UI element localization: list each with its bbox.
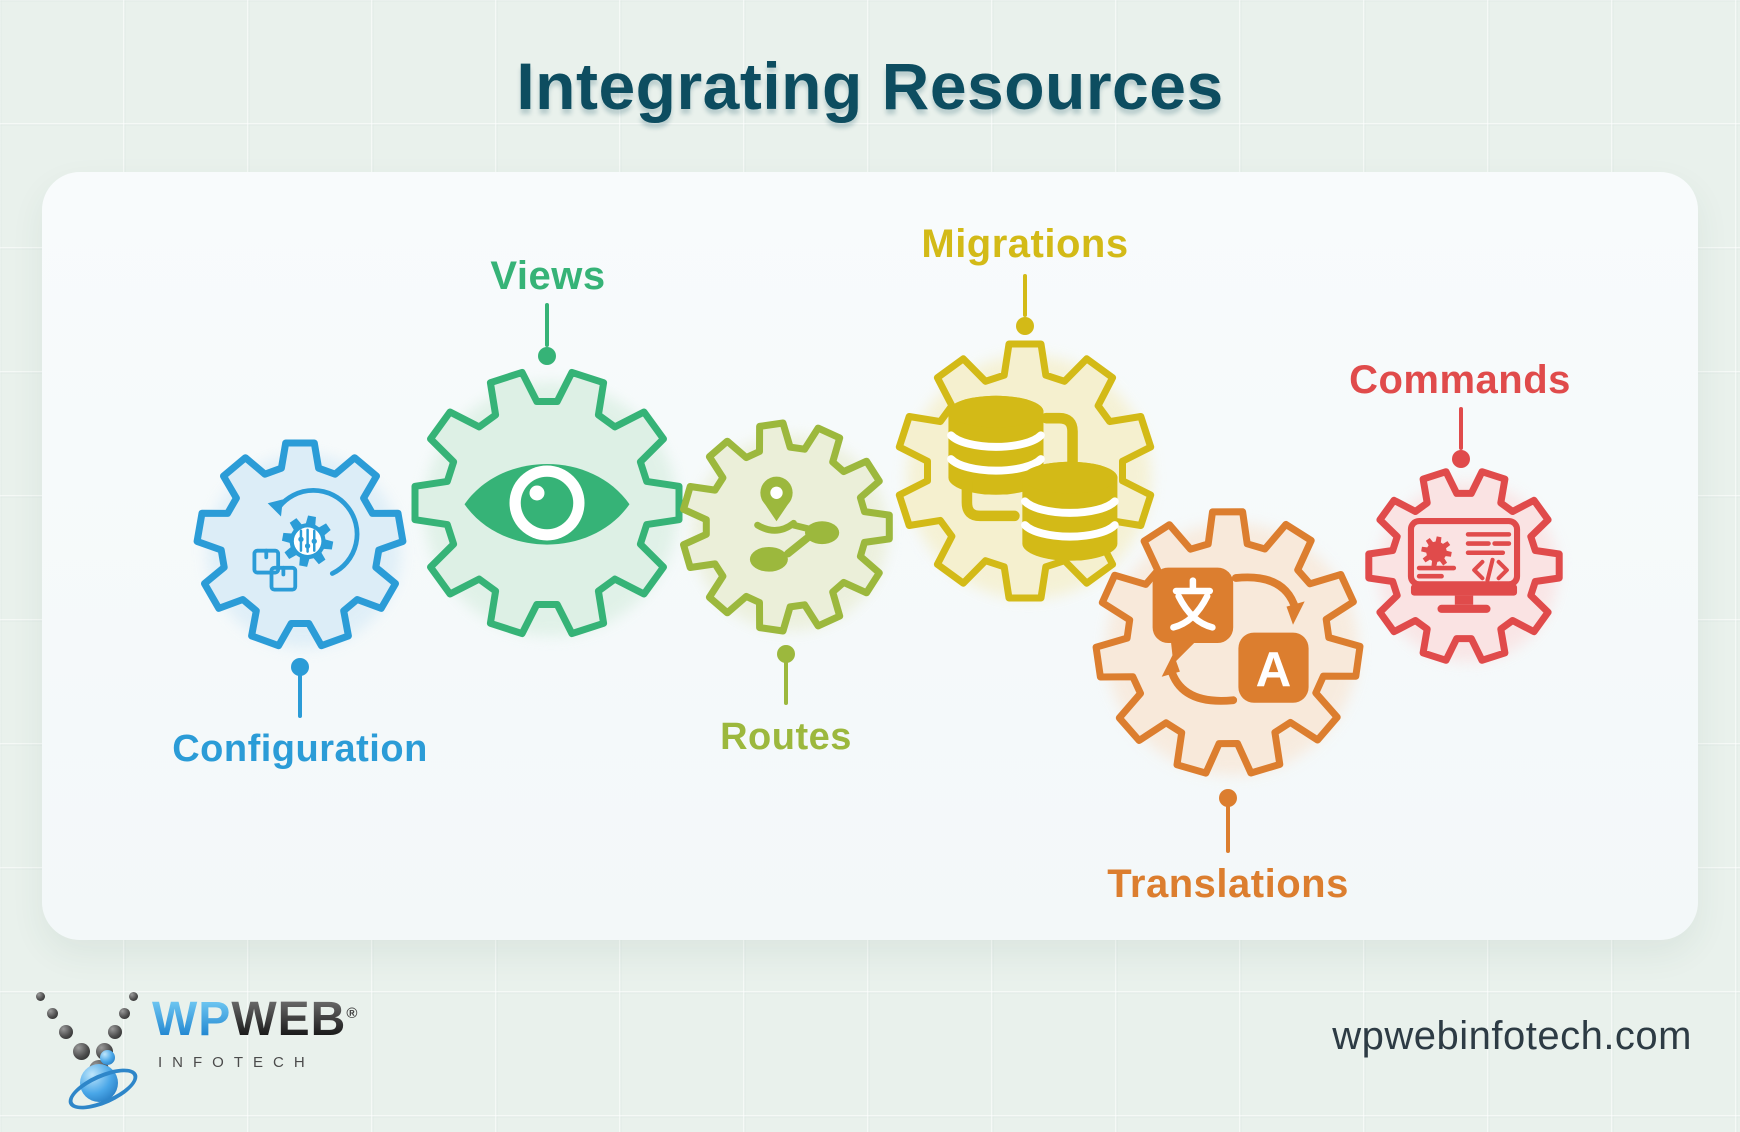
translate-icon: A: [1152, 567, 1309, 705]
connector-dot: [1219, 789, 1237, 807]
gear-label-commands: Commands: [1349, 358, 1571, 402]
connector-dot: [777, 645, 795, 663]
connector-dot: [291, 658, 309, 676]
gear-label-configuration: Configuration: [172, 728, 428, 770]
wpweb-logo-text: WPWEB®: [152, 996, 358, 1044]
gear-label-routes: Routes: [720, 716, 852, 758]
gear-graphic: [680, 419, 893, 635]
gear-label-translations: Translations: [1107, 862, 1349, 906]
route-pin-icon: [749, 476, 840, 572]
eye-icon: [464, 463, 630, 545]
database-migration-icon: [947, 395, 1119, 561]
connector-dot: [538, 347, 556, 365]
gear-graphic: A: [1092, 508, 1364, 777]
brand-subtitle: INFOTECH: [158, 1054, 315, 1071]
website-url: wpwebinfotech.com: [1332, 1014, 1692, 1058]
connector-line: [784, 661, 788, 705]
wpweb-logo-mark: [36, 990, 156, 1118]
svg-text:A: A: [1256, 642, 1292, 697]
brand-wp: WP: [152, 993, 232, 1046]
page-title: Integrating Resources: [516, 49, 1224, 123]
gear-graphic: [895, 340, 1155, 602]
gear-graphic: [193, 439, 407, 650]
connector-line: [1023, 274, 1027, 317]
gear-label-views: Views: [490, 254, 606, 298]
connector-line: [298, 674, 302, 718]
connector-line: [1459, 407, 1463, 450]
gear-label-migrations: Migrations: [921, 222, 1129, 266]
connector-line: [1226, 805, 1230, 853]
brand-web: WEB: [231, 993, 347, 1046]
settings-sync-icon: [252, 488, 360, 592]
connector-dot: [1016, 317, 1034, 335]
gear-graphic: [411, 368, 683, 638]
registered-mark: ®: [346, 1005, 359, 1022]
connector-line: [545, 303, 549, 347]
connector-dot: [1452, 450, 1470, 468]
gear-graphic: [1365, 468, 1563, 664]
code-monitor-icon: [1407, 518, 1521, 613]
